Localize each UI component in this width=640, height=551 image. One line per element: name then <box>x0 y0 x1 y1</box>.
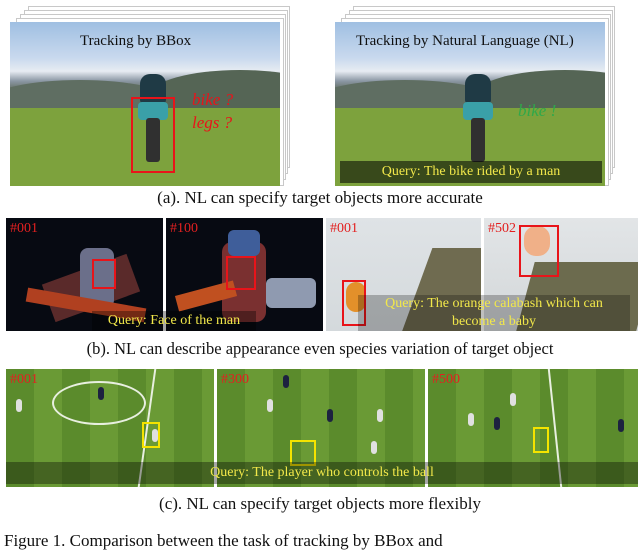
mask-photo-001 <box>6 218 163 331</box>
frame-number-c1: #001 <box>10 372 38 387</box>
caption-row-c: (c). NL can specify target objects more … <box>159 494 481 513</box>
frame-number-b2: #100 <box>170 221 198 236</box>
figure-caption-partial: Figure 1. Comparison between the task of… <box>4 531 443 550</box>
soccer-photo-300 <box>217 369 425 487</box>
query-row-c: Query: The player who controls the ball <box>6 462 638 484</box>
right-panel-title: Tracking by Natural Language (NL) <box>356 33 574 49</box>
frame-number-c3: #500 <box>432 372 460 387</box>
bike-photo-left <box>10 22 280 186</box>
guess-bike-label: bike ? <box>192 90 234 109</box>
caption-row-a: (a). NL can specify target objects more … <box>157 188 483 207</box>
caption-row-b: (b). NL can describe appearance even spe… <box>86 339 554 358</box>
query-row-a: Query: The bike rided by a man <box>340 161 602 183</box>
bbox-face-100 <box>226 256 256 290</box>
query-row-b-right-line2: become a baby <box>358 313 630 331</box>
frame-number-b1: #001 <box>10 221 38 236</box>
calabash-photo-001 <box>326 218 481 331</box>
bbox-bike <box>131 97 175 173</box>
bbox-player-300 <box>290 440 316 466</box>
frame-number-b3: #001 <box>330 221 358 236</box>
bbox-player-001 <box>142 422 160 448</box>
bbox-baby-502 <box>519 225 559 277</box>
left-panel-title: Tracking by BBox <box>80 33 192 49</box>
answer-bike-label: bike ! <box>518 101 557 120</box>
frame-number-b4: #502 <box>488 221 516 236</box>
query-row-b-right-line1: Query: The orange calabash which can <box>358 295 630 313</box>
guess-legs-label: legs ? <box>192 113 233 132</box>
bbox-face-001 <box>92 259 116 289</box>
soccer-photo-001 <box>6 369 214 487</box>
bbox-player-500 <box>533 427 549 453</box>
frame-number-c2: #300 <box>221 372 249 387</box>
stacked-frames-right <box>335 6 635 186</box>
calabash-photo-502 <box>484 218 638 331</box>
query-row-b-left: Query: Face of the man <box>92 311 256 331</box>
bbox-calabash-001 <box>342 280 366 326</box>
mask-photo-100 <box>166 218 323 331</box>
